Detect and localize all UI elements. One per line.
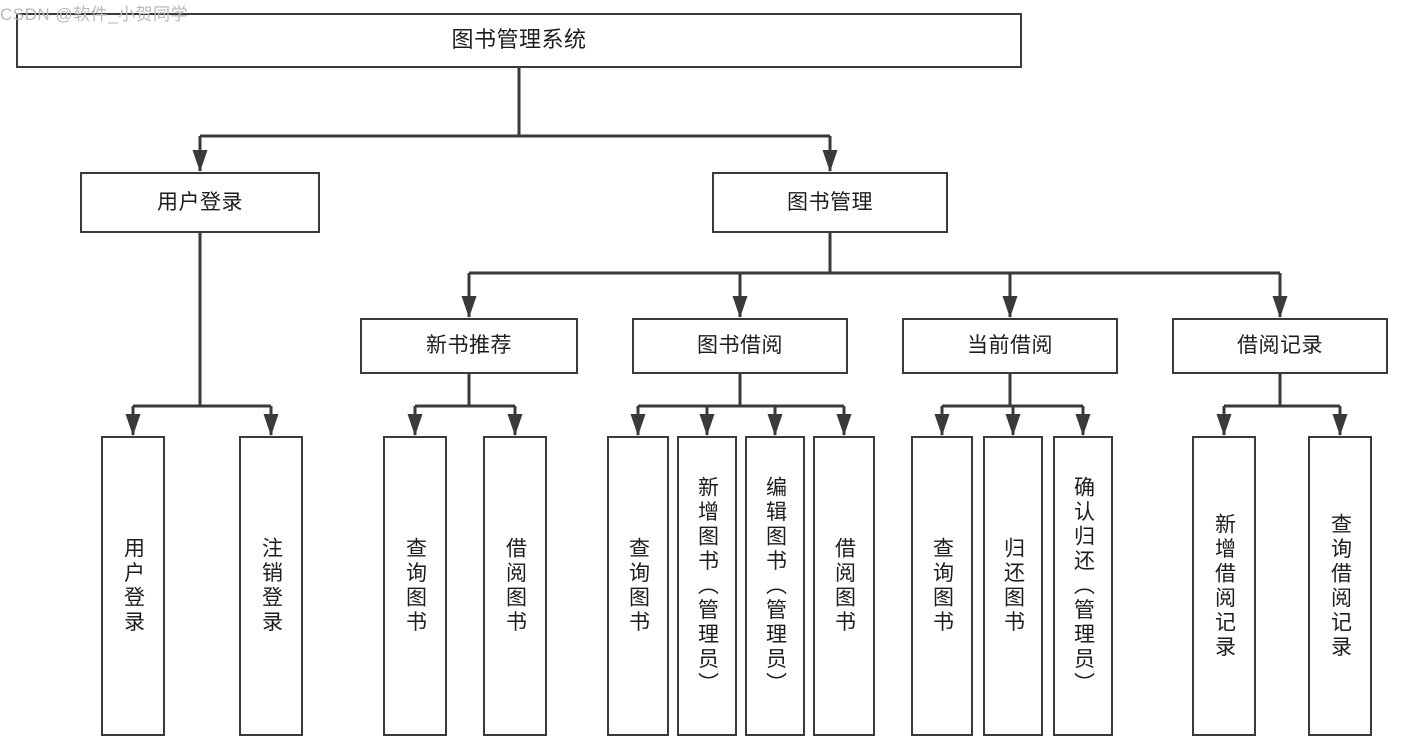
node-leaf-logout[interactable]: 注销登录: [239, 436, 303, 736]
node-user-login[interactable]: 用户登录: [80, 172, 320, 233]
arrow-head-icon-leaf-confirm-return: [1075, 414, 1091, 436]
node-book-borrow[interactable]: 图书借阅: [632, 318, 848, 374]
arrow-head-icon-leaf-query-book-1: [407, 414, 423, 436]
node-label: 用户登录: [157, 190, 243, 214]
node-leaf-borrow-book-2[interactable]: 借阅图书: [813, 436, 875, 736]
csdn-watermark: CSDN @软件_小贺同学: [0, 5, 189, 24]
node-borrow-record[interactable]: 借阅记录: [1172, 318, 1388, 374]
node-label: 借阅图书: [832, 537, 856, 635]
arrow-head-icon-leaf-edit-book: [767, 414, 783, 436]
arrow-head-icon-book-manage: [822, 150, 838, 172]
node-label: 图书借阅: [697, 334, 783, 358]
arrow-head-icon-new-book-recommend: [461, 296, 477, 318]
node-label: 查询图书: [403, 537, 427, 635]
arrow-head-icon-current-borrow: [1002, 296, 1018, 318]
arrow-head-icon-user-login: [192, 150, 208, 172]
arrow-head-icon-book-borrow: [732, 296, 748, 318]
node-label: 借阅记录: [1237, 334, 1323, 358]
node-leaf-add-book[interactable]: 新增图书（管理员）: [677, 436, 737, 736]
node-label: 图书管理: [787, 190, 873, 214]
node-label: 图书管理系统: [451, 27, 587, 53]
node-leaf-edit-book[interactable]: 编辑图书（管理员）: [745, 436, 805, 736]
node-label: 借阅图书: [503, 537, 527, 635]
arrow-head-icon-leaf-add-record: [1216, 414, 1232, 436]
node-leaf-borrow-book-1[interactable]: 借阅图书: [483, 436, 547, 736]
node-label: 用户登录: [121, 537, 145, 635]
arrow-head-icon-borrow-record: [1272, 296, 1288, 318]
node-current-borrow[interactable]: 当前借阅: [902, 318, 1118, 374]
node-label: 编辑图书（管理员）: [763, 475, 787, 697]
arrow-head-icon-leaf-return-book: [1005, 414, 1021, 436]
node-root[interactable]: 图书管理系统: [16, 13, 1022, 68]
node-leaf-query-record[interactable]: 查询借阅记录: [1308, 436, 1372, 736]
arrow-head-icon-leaf-query-record: [1332, 414, 1348, 436]
arrow-head-icon-leaf-logout: [263, 414, 279, 436]
node-leaf-query-book-2[interactable]: 查询图书: [607, 436, 669, 736]
arrow-head-icon-leaf-user-login: [125, 414, 141, 436]
node-leaf-return-book[interactable]: 归还图书: [983, 436, 1043, 736]
arrow-head-icon-leaf-borrow-book-1: [507, 414, 523, 436]
arrow-head-icon-leaf-borrow-book-2: [836, 414, 852, 436]
node-label: 归还图书: [1001, 537, 1025, 635]
node-label: 新书推荐: [426, 334, 512, 358]
node-leaf-user-login[interactable]: 用户登录: [101, 436, 165, 736]
arrow-head-icon-leaf-add-book: [699, 414, 715, 436]
node-label: 新增借阅记录: [1212, 512, 1236, 660]
node-leaf-add-record[interactable]: 新增借阅记录: [1192, 436, 1256, 736]
node-book-manage[interactable]: 图书管理: [712, 172, 948, 233]
node-new-book-recommend[interactable]: 新书推荐: [360, 318, 578, 374]
node-label: 注销登录: [259, 537, 283, 635]
arrow-head-icon-leaf-query-book-3: [934, 414, 950, 436]
node-label: 查询图书: [930, 537, 954, 635]
node-label: 当前借阅: [967, 334, 1053, 358]
node-leaf-query-book-3[interactable]: 查询图书: [911, 436, 973, 736]
node-label: 查询借阅记录: [1328, 512, 1352, 660]
node-label: 查询图书: [626, 537, 650, 635]
node-label: 确认归还（管理员）: [1071, 475, 1095, 697]
node-leaf-query-book-1[interactable]: 查询图书: [383, 436, 447, 736]
node-leaf-confirm-return[interactable]: 确认归还（管理员）: [1053, 436, 1113, 736]
arrow-head-icon-leaf-query-book-2: [630, 414, 646, 436]
node-label: 新增图书（管理员）: [695, 475, 719, 697]
